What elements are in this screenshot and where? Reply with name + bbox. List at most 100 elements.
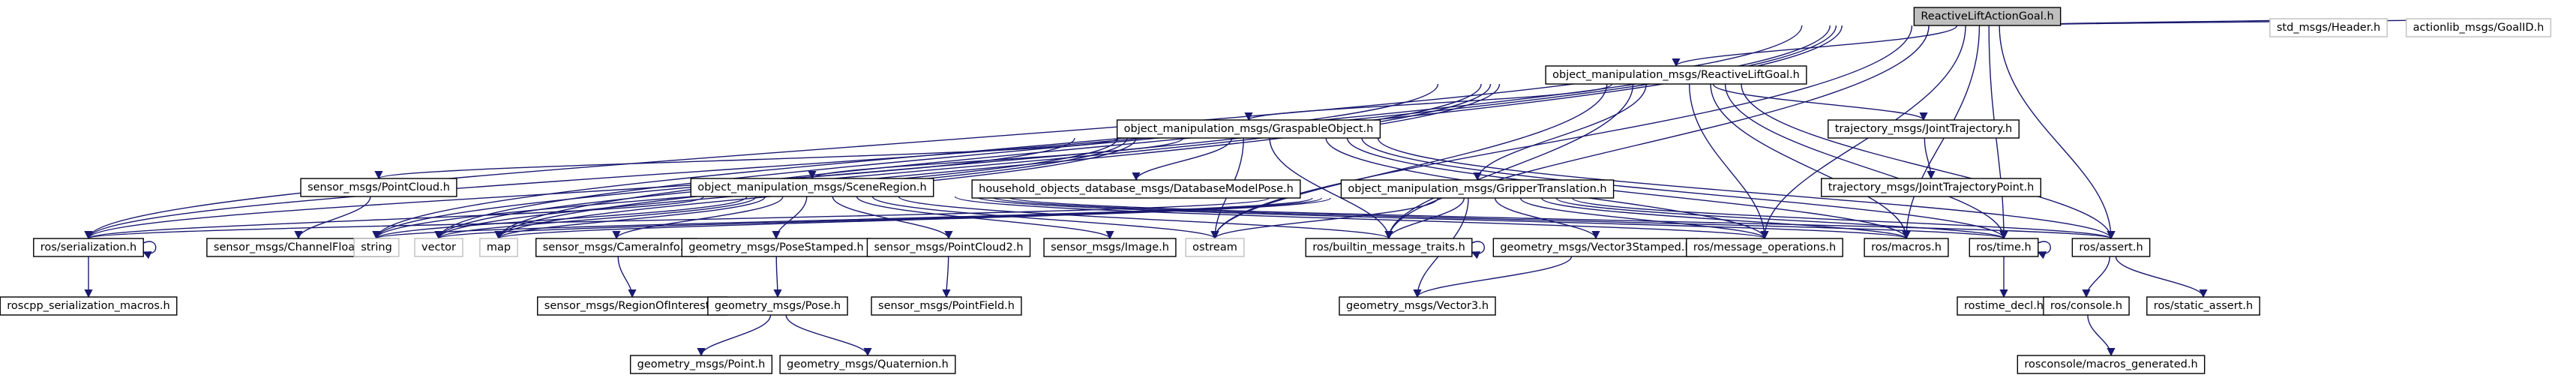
edge-gt-to-time — [1555, 197, 2008, 240]
graph-node-ostream: ostream — [1185, 238, 1245, 257]
edge-go-to-bmt — [1269, 137, 1393, 240]
graph-node-bmt[interactable]: ros/builtin_message_traits.h — [1305, 238, 1473, 257]
node-label: sensor_msgs/Image.h — [1051, 242, 1169, 254]
edge-sr-to-vector — [434, 196, 757, 240]
node-label: sensor_msgs/ChannelFloat32.h — [214, 242, 383, 254]
node-box — [866, 238, 1031, 257]
node-label: map — [487, 242, 511, 254]
node-box — [2146, 296, 2260, 316]
graph-node-dmp[interactable]: household_objects_database_msgs/Database… — [971, 179, 1301, 199]
edge-go-to-ser — [84, 137, 1075, 240]
graph-node-point[interactable]: geometry_msgs/Point.h — [629, 355, 773, 374]
graph-node-image[interactable]: sensor_msgs/Image.h — [1043, 238, 1177, 257]
edge-root-to-assert — [1999, 25, 2116, 240]
graph-node-console[interactable]: ros/console.h — [2043, 296, 2130, 316]
edge-gt-to-ostream — [1210, 197, 1439, 240]
edge-go-to-dmp — [1132, 137, 1233, 182]
edge-root-to-msgops — [1760, 25, 1966, 240]
node-box — [1339, 296, 1496, 316]
node-box — [1116, 119, 1381, 139]
edge-sr-to-pstamped — [772, 196, 808, 240]
graph-node-jtp[interactable]: trajectory_msgs/JointTrajectoryPoint.h — [1821, 178, 2041, 197]
node-box — [0, 296, 178, 316]
graph-node-jt[interactable]: trajectory_msgs/JointTrajectory.h — [1828, 119, 2020, 139]
graph-node-roi[interactable]: sensor_msgs/RegionOfInterest.h — [537, 296, 727, 316]
node-label: geometry_msgs/Vector3.h — [1346, 300, 1489, 312]
graph-node-quat[interactable]: geometry_msgs/Quaternion.h — [779, 355, 956, 374]
node-label: ros/static_assert.h — [2154, 300, 2253, 312]
graph-node-pc[interactable]: sensor_msgs/PointCloud.h — [300, 178, 457, 197]
node-box — [2405, 18, 2552, 38]
node-box — [1340, 179, 1615, 199]
node-label: ReactiveLiftActionGoal.h — [1921, 10, 2053, 22]
edge-assert-to-sassert — [2115, 256, 2208, 298]
edge-jt-to-jtp — [1924, 137, 1936, 180]
edge-rlg-to-macros — [1710, 83, 1911, 240]
edge-sr-to-ser — [84, 196, 704, 240]
edge-sr-to-msgops — [954, 196, 1769, 240]
graph-node-sermacros[interactable]: roscpp_serialization_macros.h — [0, 296, 178, 316]
node-box — [1969, 238, 2039, 257]
graph-node-rlg[interactable]: object_manipulation_msgs/ReactiveLiftGoa… — [1545, 65, 1807, 85]
node-label: trajectory_msgs/JointTrajectory.h — [1835, 123, 2013, 135]
node-box — [2269, 18, 2388, 38]
graph-node-pfield[interactable]: sensor_msgs/PointField.h — [871, 296, 1022, 316]
graph-node-caminfo[interactable]: sensor_msgs/CameraInfo.h — [535, 238, 697, 257]
node-label: string — [361, 242, 392, 254]
node-box — [1185, 238, 1245, 257]
node-box — [971, 179, 1301, 199]
node-label: vector — [421, 242, 456, 254]
node-box — [690, 178, 934, 197]
node-box — [300, 178, 457, 197]
edge-sr-to-bmt — [898, 196, 1393, 240]
node-label: object_manipulation_msgs/ReactiveLiftGoa… — [1552, 69, 1800, 81]
node-box — [1492, 238, 1699, 257]
node-box — [414, 238, 463, 257]
edge-sr-to-ostream — [871, 196, 1219, 240]
edge-pose-to-quat — [785, 314, 872, 357]
graph-node-pc2[interactable]: sensor_msgs/PointCloud2.h — [866, 238, 1031, 257]
graph-node-ser[interactable]: ros/serialization.h — [33, 238, 144, 257]
node-label: ros/assert.h — [2079, 242, 2143, 254]
graph-node-pose[interactable]: geometry_msgs/Pose.h — [707, 296, 848, 316]
edge-gt-to-vector — [435, 197, 1322, 240]
node-label: object_manipulation_msgs/SceneRegion.h — [697, 182, 926, 194]
node-label: ros/macros.h — [1871, 242, 1942, 254]
graph-node-macros[interactable]: ros/macros.h — [1864, 238, 1949, 257]
node-label: sensor_msgs/CameraInfo.h — [543, 242, 691, 254]
node-box — [1305, 238, 1473, 257]
edge-rlg-to-go — [1244, 83, 1613, 122]
graph-node-v3[interactable]: geometry_msgs/Vector3.h — [1339, 296, 1496, 316]
graph-node-header: std_msgs/Header.h — [2269, 18, 2388, 38]
edge-pose-to-point — [697, 314, 772, 357]
node-box — [353, 238, 400, 257]
graph-node-sr[interactable]: object_manipulation_msgs/SceneRegion.h — [690, 178, 934, 197]
graph-node-cf32[interactable]: sensor_msgs/ChannelFloat32.h — [206, 238, 391, 257]
edge-v3s-to-v3 — [1413, 256, 1573, 298]
edge-assert-to-console — [2082, 256, 2110, 298]
graph-node-v3s[interactable]: geometry_msgs/Vector3Stamped.h — [1492, 238, 1699, 257]
graph-node-rcgen[interactable]: rosconsole/macros_generated.h — [2017, 355, 2206, 374]
edge-rlg-to-bmt — [1384, 83, 1634, 240]
graph-node-msgops[interactable]: ros/message_operations.h — [1686, 238, 1843, 257]
edge-rlg-to-ostream — [1210, 83, 1608, 240]
graph-node-pstamped[interactable]: geometry_msgs/PoseStamped.h — [681, 238, 871, 257]
edge-ser-to-ser — [142, 241, 157, 260]
node-box — [779, 355, 956, 374]
graph-node-gt[interactable]: object_manipulation_msgs/GripperTranslat… — [1340, 179, 1615, 199]
node-box — [707, 296, 848, 316]
graph-node-assert[interactable]: ros/assert.h — [2071, 238, 2151, 257]
graph-node-sassert[interactable]: ros/static_assert.h — [2146, 296, 2260, 316]
graph-node-time[interactable]: ros/time.h — [1969, 238, 2039, 257]
node-box — [1545, 65, 1807, 85]
node-label: trajectory_msgs/JointTrajectoryPoint.h — [1828, 182, 2035, 194]
node-label: roscpp_serialization_macros.h — [7, 300, 169, 312]
edge-gt-to-ser — [85, 197, 1270, 240]
edge-pc-to-cf32 — [294, 196, 371, 240]
node-label: object_manipulation_msgs/GraspableObject… — [1124, 123, 1374, 135]
graph-node-go[interactable]: object_manipulation_msgs/GraspableObject… — [1116, 119, 1381, 139]
edge-sr-to-time — [990, 196, 2008, 240]
edge-gt-to-string — [373, 197, 1313, 240]
graph-node-rtdecl[interactable]: rostime_decl.h — [1957, 296, 2051, 316]
graph-node-root[interactable]: ReactiveLiftActionGoal.h — [1913, 7, 2062, 26]
